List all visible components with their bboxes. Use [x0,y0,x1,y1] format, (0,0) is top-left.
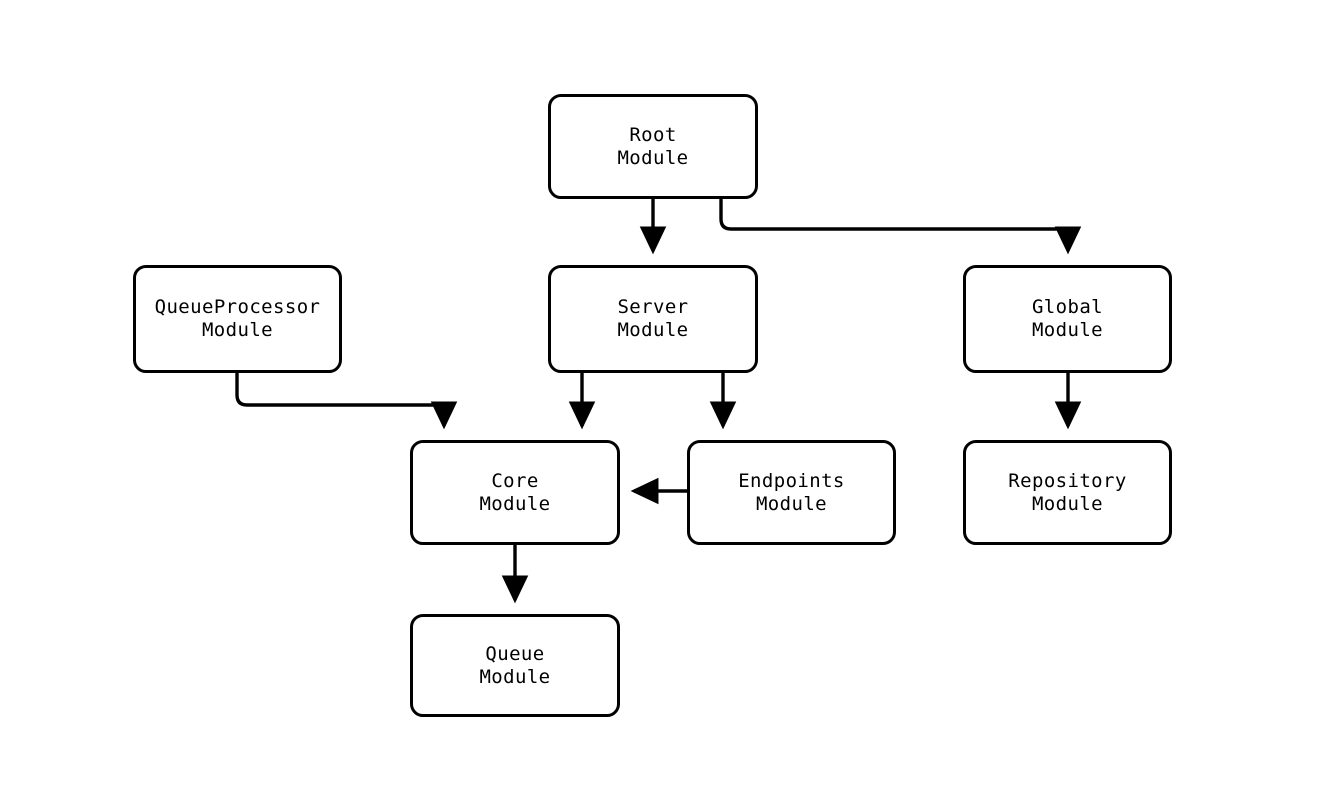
node-endpoints-label-line2: Module [755,492,828,515]
node-core-label-line1: Core [491,469,539,492]
node-endpoints-label-line1: Endpoints [738,469,845,492]
node-global-label-line2: Module [1031,319,1104,341]
node-root[interactable]: Root Module [548,94,758,199]
edge-root-global [719,199,1082,255]
node-repository-label-line2: Module [1031,492,1104,515]
node-queueprocessor[interactable]: QueueProcessor Module [133,265,342,373]
node-server-label-line1: Server [617,296,689,318]
node-server-label-line2: Module [617,319,689,341]
node-root-label-line2: Module [617,146,689,169]
node-core[interactable]: Core Module [410,440,620,545]
node-global[interactable]: Global Module [963,265,1172,373]
node-core-label-line2: Module [479,492,551,515]
node-server[interactable]: Server Module [548,265,758,373]
node-queueprocessor-label-line2: Module [201,319,274,341]
node-queue-label-line2: Module [479,665,551,688]
node-queue-label-line1: Queue [485,642,545,665]
node-global-label-line1: Global [1031,296,1104,318]
node-queue[interactable]: Queue Module [410,614,620,717]
edge-queueprocessor-core [235,373,458,430]
node-endpoints[interactable]: Endpoints Module [687,440,896,545]
node-repository[interactable]: Repository Module [963,440,1172,545]
node-repository-label-line1: Repository [1008,469,1127,492]
node-root-label-line1: Root [629,123,677,146]
node-queueprocessor-label-line1: QueueProcessor [154,296,321,318]
